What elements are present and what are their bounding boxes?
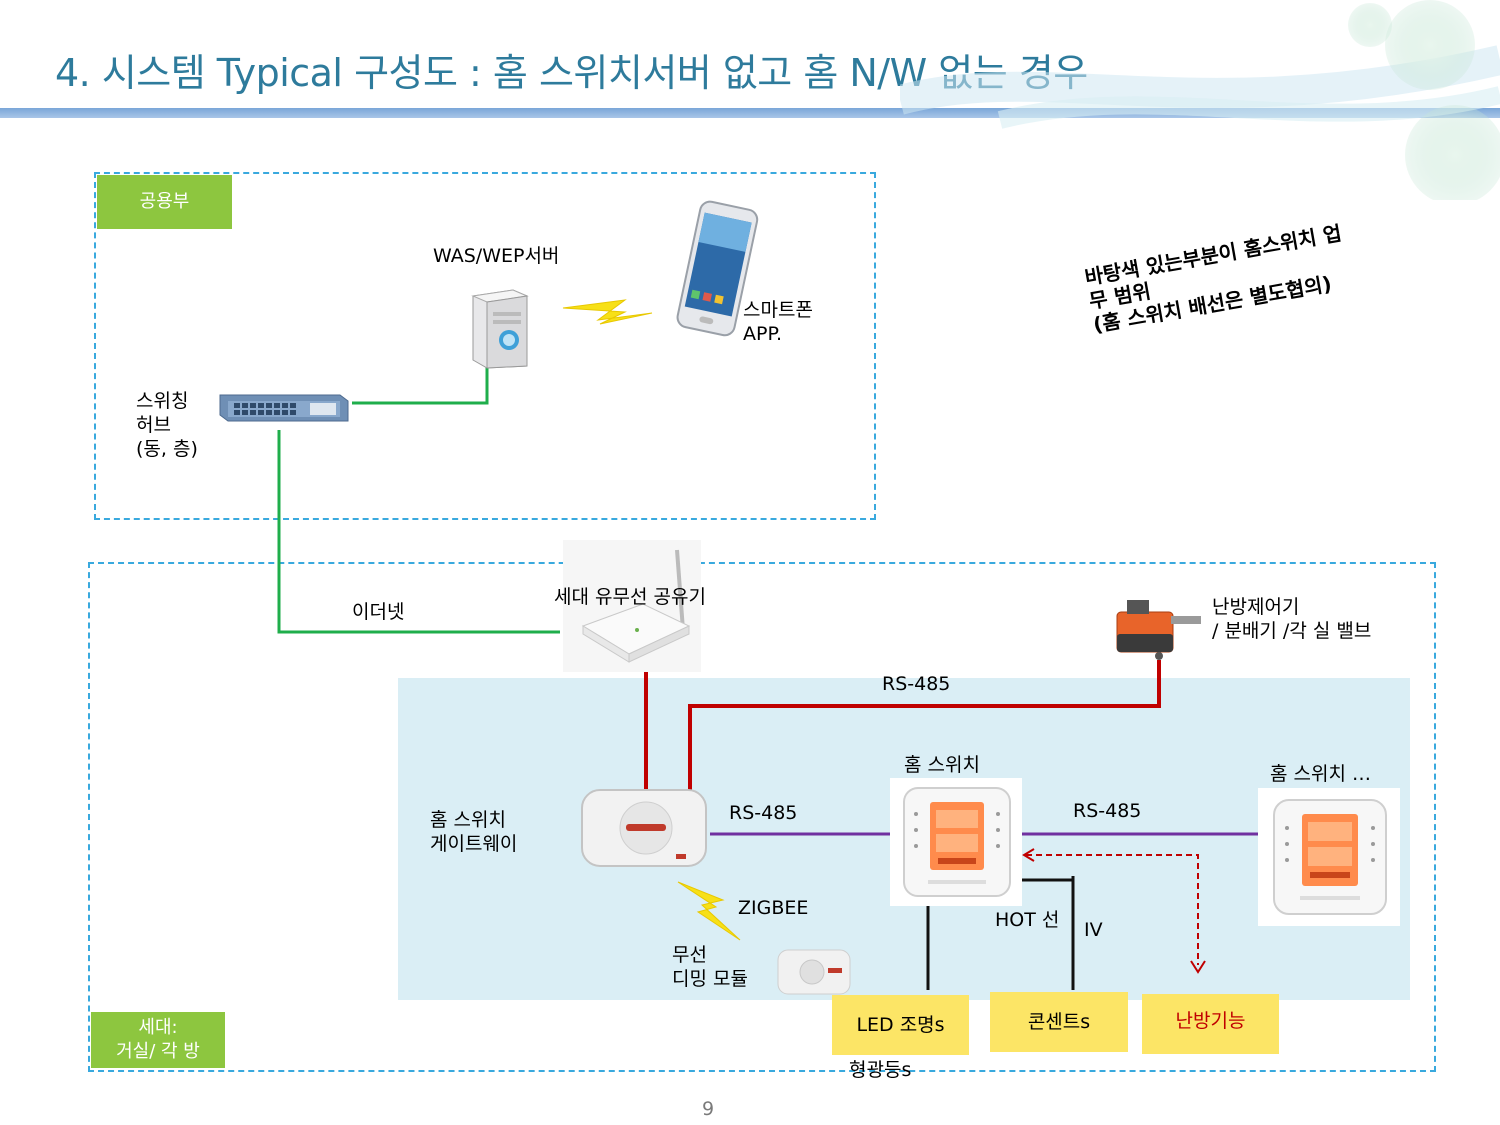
iv-label: IV [1084,919,1103,941]
unit-area-box [88,562,1436,1072]
heating-actuator-icon [1116,600,1201,660]
server-icon [471,289,529,369]
rs485-right-label: RS-485 [1073,800,1142,822]
hot-line-label: HOT 선 [995,909,1060,931]
home-switch-2-label: 홈 스위치 … [1270,763,1371,785]
router-icon [581,549,691,663]
wire-outlet [1022,878,1075,990]
home-switch-label: 홈 스위치 [904,754,980,776]
gateway-label: 홈 스위치 게이트웨이 [430,809,518,855]
lightning-icon-wireless [562,299,653,325]
smartphone-label: 스마트폰 APP. [743,299,813,345]
router-label: 세대 유무선 공유기 [554,586,706,608]
arrow-left-icon [1022,848,1035,862]
page-number: 9 [702,1098,715,1120]
rs485-top-label: RS-485 [882,673,951,695]
fluorescent-label: 형광등s [849,1059,912,1081]
gateway-icon [581,789,707,867]
title-divider [0,108,1500,118]
lightning-icon-zigbee [677,881,741,941]
green-line-hub-router [277,430,560,634]
heating-controller-label: 난방제어기 / 분배기 /각 실 밸브 [1212,596,1372,642]
server-label: WAS/WEP서버 [433,245,560,267]
home-switch-device-icon [903,787,1011,897]
zigbee-label: ZIGBEE [738,897,809,919]
green-line-hub-server [352,362,489,405]
smartphone-icon [676,200,759,337]
home-switch-2-device-icon [1273,799,1387,915]
heating-dashed-line [1026,854,1199,965]
switching-hub-icon [219,394,349,422]
led-lighting-box: LED 조명s [832,995,969,1055]
common-area-tag: 공용부 [97,175,232,229]
rs485-left-label: RS-485 [729,802,798,824]
red-line-gateway-heating [688,660,1161,790]
decorative-swirl [900,0,1500,200]
heating-function-box: 난방기능 [1142,994,1279,1054]
switching-hub-label: 스위칭 허브 (동, 층) [136,390,198,460]
dimming-module-label: 무선 디밍 모듈 [672,944,748,990]
outlet-box: 콘센트s [990,992,1128,1052]
common-area-box [94,172,876,520]
unit-area-tag: 세대: 거실/ 각 방 [91,1012,225,1068]
arrow-down-icon [1190,960,1206,974]
dimming-module-icon [777,949,851,995]
ethernet-label: 이더넷 [352,601,405,623]
